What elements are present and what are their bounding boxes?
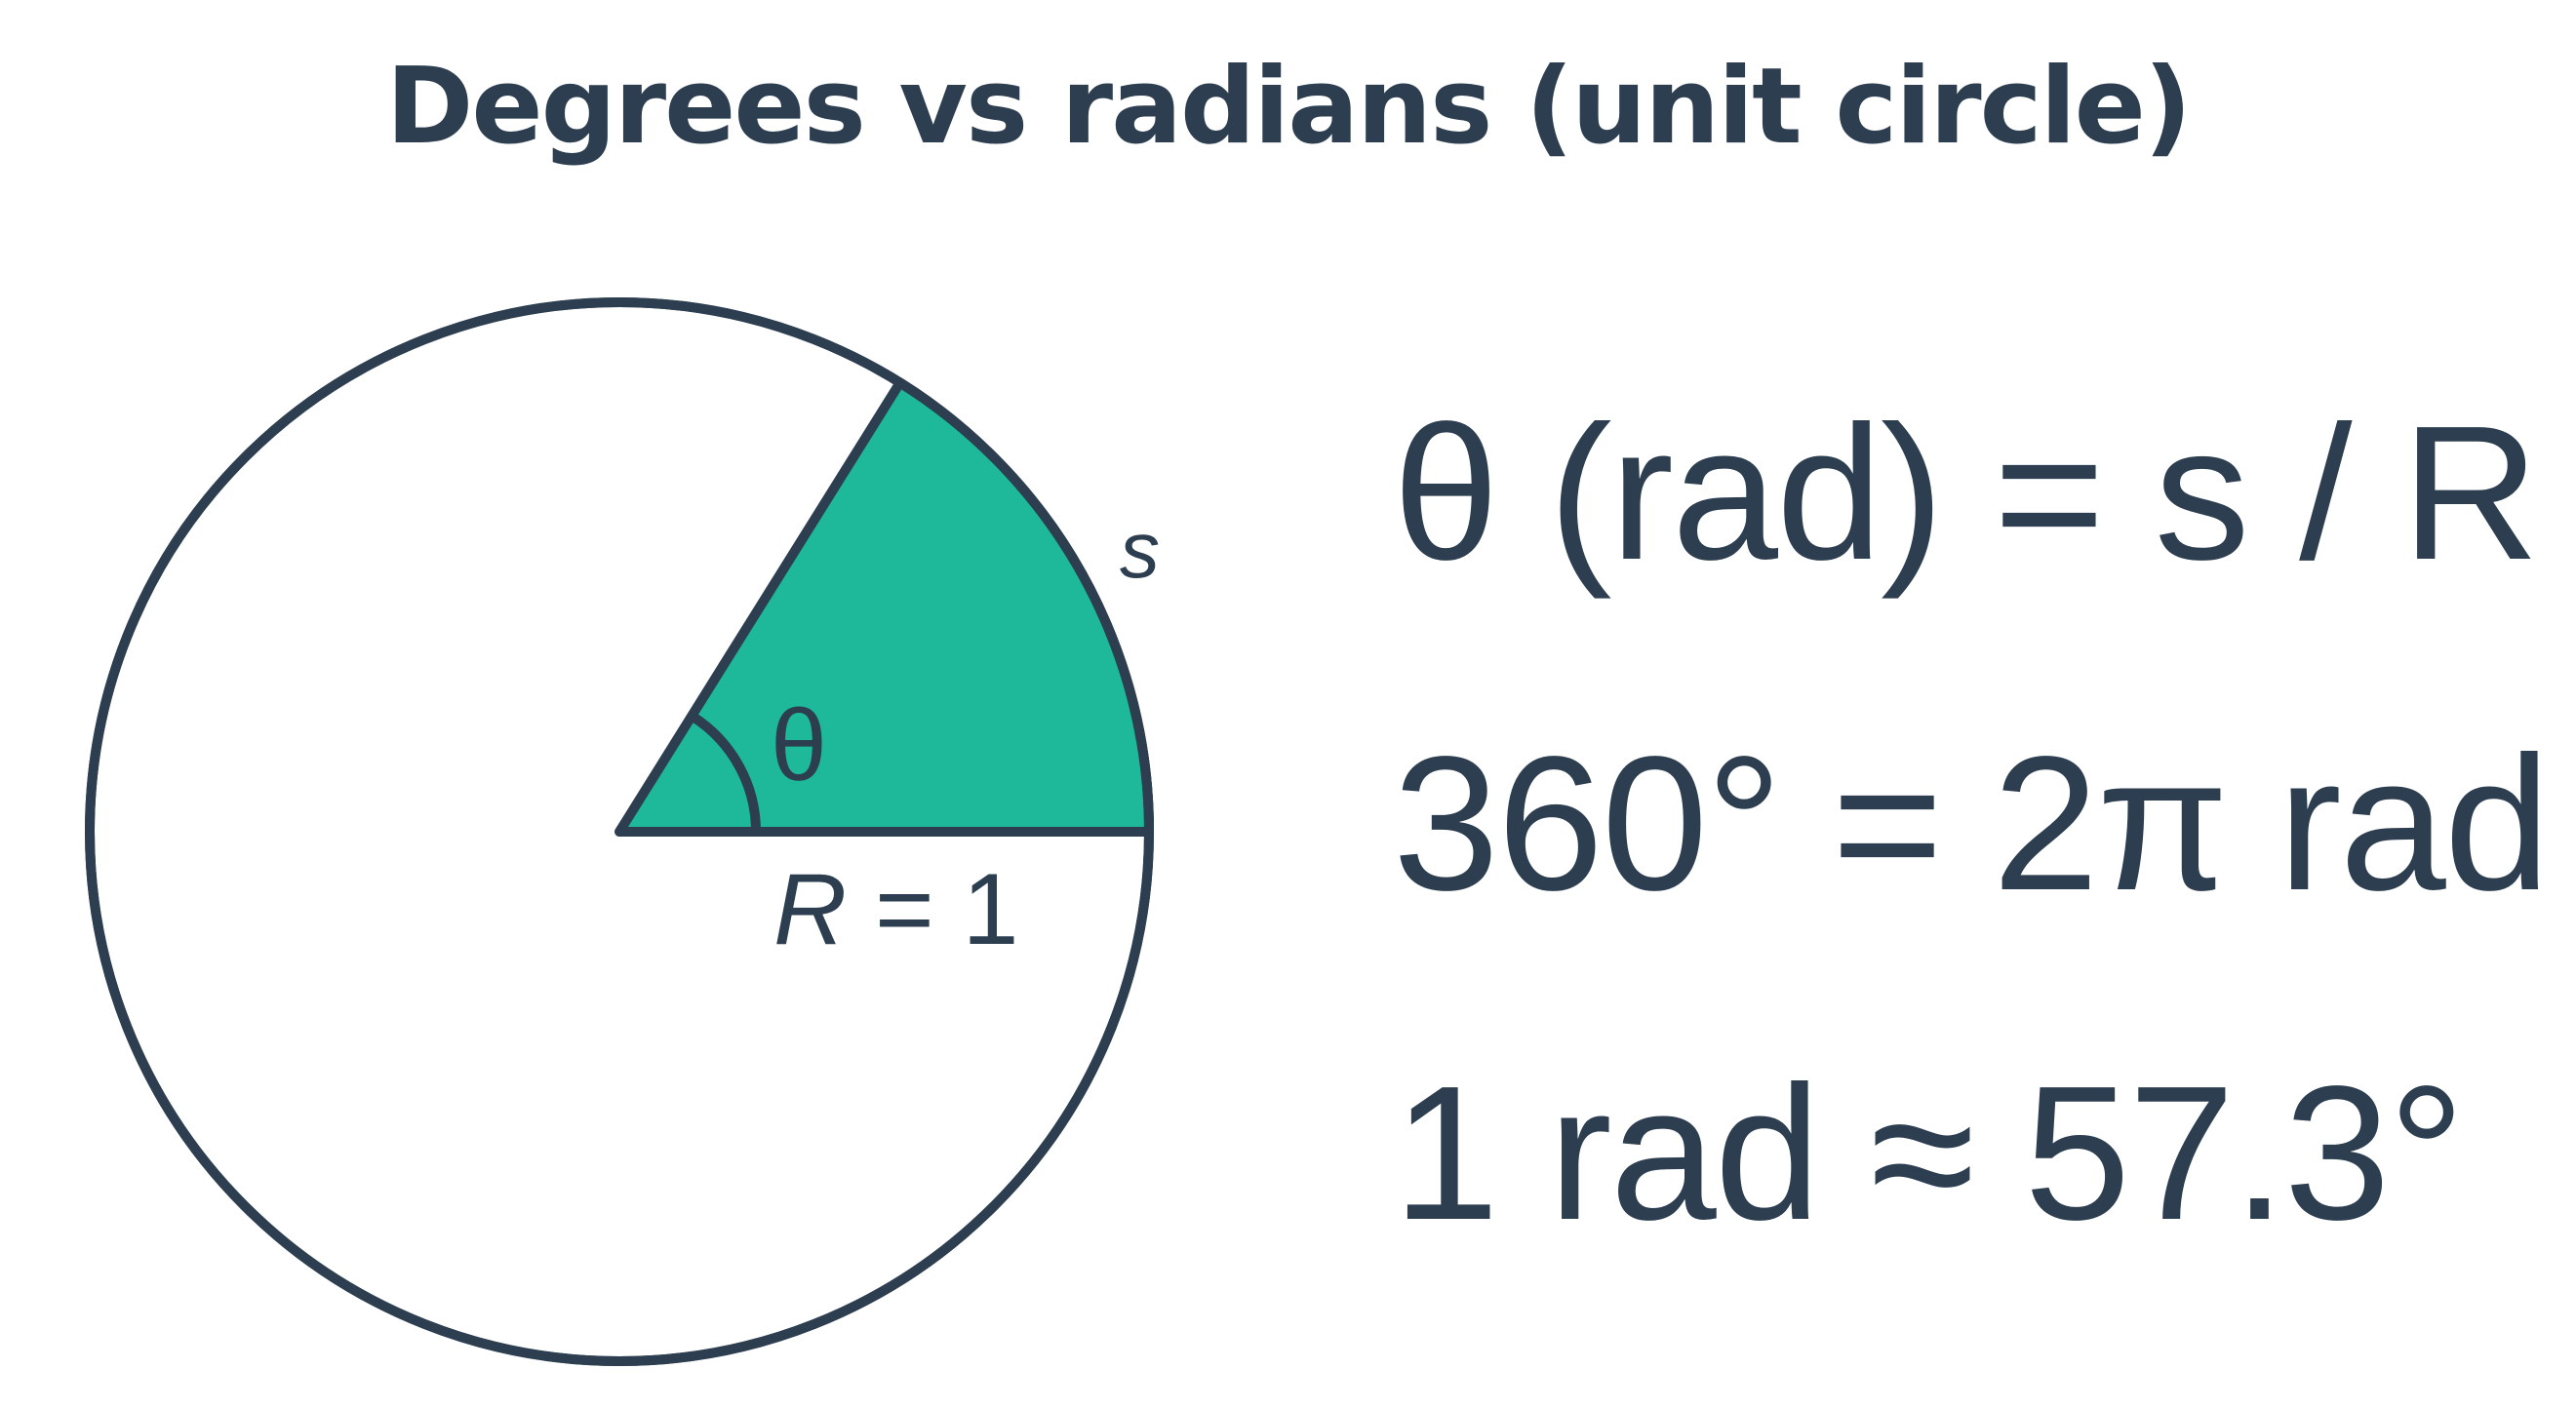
formula-radian-definition: θ (rad) = s / R — [1393, 386, 2540, 600]
angle-arc-marker — [689, 712, 761, 833]
formula-one-radian: 1 rad ≈ 57.3° — [1393, 1046, 2465, 1260]
angle-label: θ — [771, 689, 827, 802]
radius-label: R = 1 — [773, 853, 1018, 966]
arc-length-label: s — [1120, 506, 1160, 595]
formula-full-turn: 360° = 2π rad — [1393, 717, 2551, 930]
page-title: Degrees vs radians (unit circle) — [385, 46, 2193, 168]
